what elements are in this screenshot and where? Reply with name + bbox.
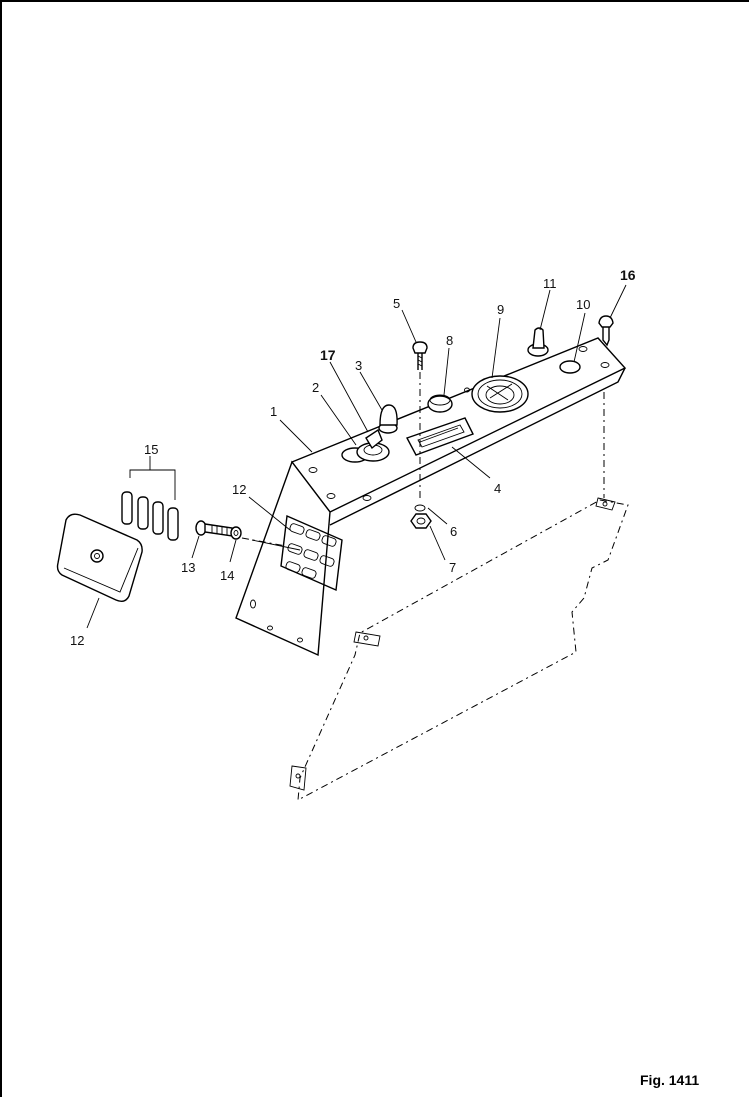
callout-12-upper: 12: [232, 482, 246, 497]
callout-8: 8: [446, 333, 453, 348]
callout-9: 9: [497, 302, 504, 317]
key-switch: [341, 428, 390, 463]
callout-3: 3: [355, 358, 362, 373]
screw-16: [598, 315, 614, 347]
callout-17: 17: [320, 347, 336, 363]
leader-lines: [248, 284, 627, 561]
console-panel: [235, 337, 627, 657]
callout-1: 1: [270, 404, 277, 419]
hour-meter: [405, 417, 474, 456]
washer-14: [229, 526, 242, 563]
callout-5: 5: [393, 296, 400, 311]
callout-12-lower: 12: [70, 633, 84, 648]
callout-2: 2: [312, 380, 319, 395]
indicator-button: [427, 394, 453, 413]
gauge: [471, 375, 529, 413]
washer-nut: [410, 504, 432, 529]
pilot-lamp: [378, 404, 398, 434]
cap-plug: [559, 360, 581, 374]
toggle-switch: [527, 327, 549, 357]
callout-labels: 1 2 3 4 5 6 7 8 9 10 11 12 12 13 14 15 1…: [70, 267, 636, 648]
callout-15: 15: [144, 442, 158, 457]
callout-4: 4: [494, 481, 501, 496]
fuse-box: [285, 523, 337, 579]
callout-11: 11: [543, 276, 557, 291]
callout-10: 10: [576, 297, 590, 312]
callout-7: 7: [449, 560, 456, 575]
figure-label: Fig. 1411: [640, 1072, 700, 1088]
fuse-box-cover: [56, 513, 143, 629]
spare-fuses: [121, 456, 179, 541]
lower-cover-panel: [289, 392, 629, 801]
callout-6: 6: [450, 524, 457, 539]
callout-14: 14: [220, 568, 234, 583]
callout-16: 16: [620, 267, 636, 283]
bolt-13: [191, 520, 233, 559]
callout-13: 13: [181, 560, 195, 575]
screw-5: [412, 341, 428, 500]
